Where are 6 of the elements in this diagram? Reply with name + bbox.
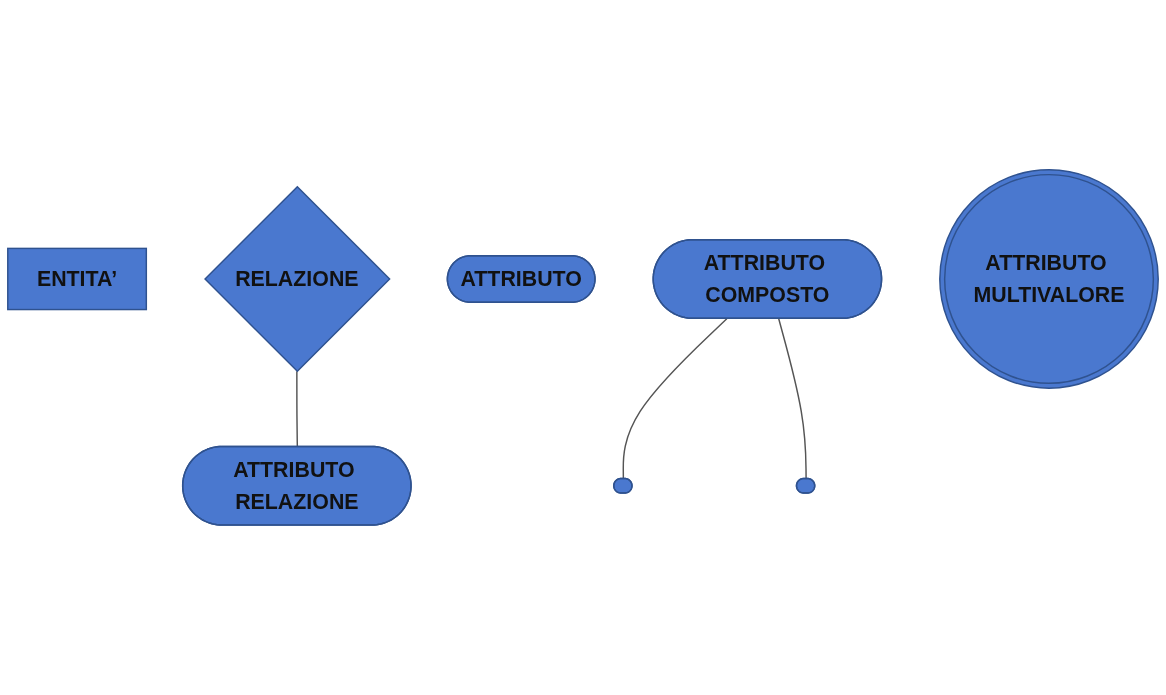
connector [296,370,299,448]
node-circle: ATTRIBUTO MULTIVALORE [939,169,1159,389]
node-diamond: RELAZIONE [204,185,391,373]
node-box: ENTITA’ [7,247,148,311]
connector [778,318,807,480]
connector [622,318,728,480]
